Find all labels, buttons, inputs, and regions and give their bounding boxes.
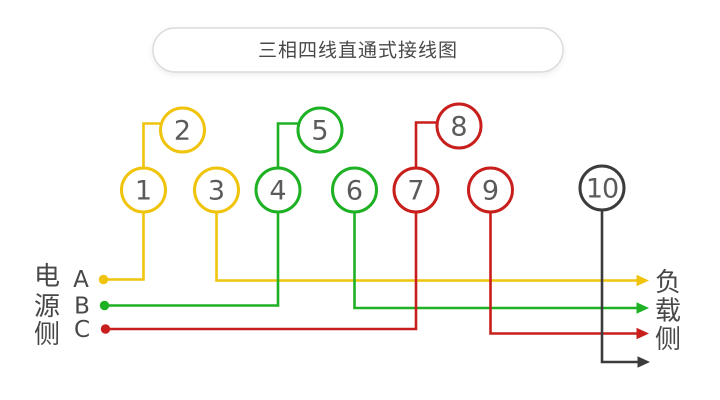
wire-load-b — [353, 190, 637, 310]
terminal-9-number: 9 — [482, 176, 499, 207]
terminal-8-circle — [435, 102, 483, 150]
terminals: 1 2 3 4 5 6 7 8 — [120, 102, 626, 214]
phase-c-label: C — [74, 317, 90, 343]
load-side-labels: 负 载 侧 — [655, 268, 681, 355]
arrow-load-neutral-icon — [637, 356, 650, 368]
phase-b-label: B — [74, 294, 90, 320]
load-side-char-2: 载 — [655, 297, 681, 327]
terminal-10-circle — [578, 164, 626, 212]
terminal-9-circle — [467, 166, 514, 214]
terminal-6: 6 — [331, 166, 378, 214]
arrow-load-b-icon — [636, 302, 649, 314]
load-side-char-3: 侧 — [655, 325, 681, 355]
terminal-5: 5 — [296, 106, 344, 154]
terminal-4: 4 — [254, 166, 302, 214]
phase-a-label: A — [73, 267, 89, 293]
source-side-char-2: 源 — [34, 292, 60, 322]
dot-phase-c — [100, 324, 111, 334]
terminal-1-circle — [120, 166, 167, 214]
terminal-8-number: 8 — [450, 112, 467, 143]
dot-phase-a — [98, 274, 109, 285]
terminal-6-number: 6 — [346, 176, 363, 207]
terminal-1-number: 1 — [135, 176, 152, 207]
terminal-5-circle — [296, 106, 344, 154]
wire-source-b — [104, 190, 280, 307]
title-pill-border — [152, 27, 564, 73]
terminal-2: 2 — [159, 106, 206, 154]
terminal-3: 3 — [193, 166, 240, 214]
source-side-char-1: 电 — [34, 262, 60, 292]
terminal-4-circle — [254, 166, 302, 214]
terminal-7-circle — [392, 166, 440, 214]
terminal-9: 9 — [467, 166, 514, 214]
arrow-load-a-icon — [636, 274, 649, 287]
dot-phase-b — [99, 300, 110, 311]
title-banner: 三相四线直通式接线图 — [152, 27, 564, 73]
wire-load-c — [489, 190, 637, 335]
terminal-10: 10 — [578, 164, 626, 212]
terminal-4-number: 4 — [269, 176, 286, 207]
source-side-char-3: 侧 — [34, 320, 60, 350]
terminal-3-circle — [193, 166, 240, 214]
terminal-3-number: 3 — [208, 176, 225, 207]
terminal-2-circle — [159, 106, 206, 154]
terminal-7-number: 7 — [407, 176, 424, 207]
terminal-1: 1 — [120, 166, 167, 214]
diagram-title: 三相四线直通式接线图 — [258, 40, 458, 62]
wires — [98, 121, 650, 368]
arrow-load-c-icon — [636, 327, 649, 340]
wire-source-a — [103, 190, 145, 281]
wire-source-c — [105, 190, 418, 331]
source-side-labels: 电 源 侧 A B C — [34, 262, 90, 350]
terminal-8: 8 — [435, 102, 483, 150]
terminal-5-number: 5 — [311, 116, 328, 147]
load-side-char-1: 负 — [655, 268, 681, 298]
terminal-6-circle — [331, 166, 378, 214]
wire-load-a — [215, 190, 637, 282]
terminal-7: 7 — [392, 166, 440, 214]
terminal-2-number: 2 — [174, 116, 191, 147]
wire-load-neutral — [600, 188, 638, 364]
terminal-10-number: 10 — [586, 174, 618, 205]
